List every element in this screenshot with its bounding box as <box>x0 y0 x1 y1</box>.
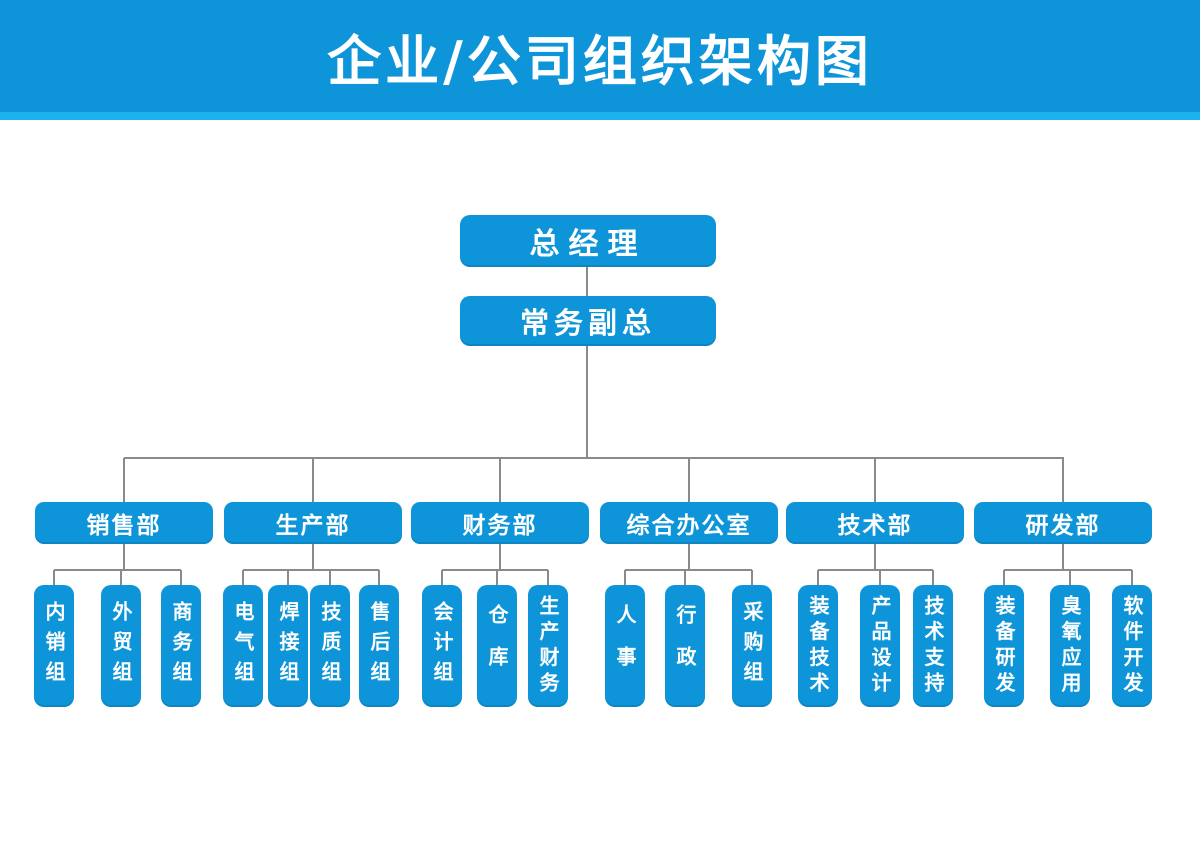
connector-line <box>684 570 686 586</box>
sub-node-label: 臭氧应用 <box>1058 594 1082 698</box>
sub-node-equipment-rnd: 装备研发 <box>984 585 1024 707</box>
connector-line <box>442 569 548 571</box>
connector-line <box>120 570 122 586</box>
node-deputy-general-manager: 常务副总 <box>460 296 716 346</box>
connector-line <box>818 569 933 571</box>
sub-node-label: 行政 <box>673 604 697 688</box>
sub-node-software-development: 软件开发 <box>1112 585 1152 707</box>
connector-line <box>1062 458 1064 502</box>
sub-node-label: 焊接组 <box>276 601 300 691</box>
connector-line <box>586 346 588 458</box>
sub-node-label: 商务组 <box>169 601 193 691</box>
sub-node-equipment-technology: 装备技术 <box>798 585 838 707</box>
dept-node-general-office: 综合办公室 <box>600 502 778 544</box>
connector-line <box>874 544 876 570</box>
page-title: 企业/公司组织架构图 <box>327 29 873 93</box>
sub-node-label: 售后组 <box>367 601 391 691</box>
connector-line <box>688 458 690 502</box>
sub-node-label: 装备研发 <box>992 594 1016 698</box>
sub-node-label: 技术支持 <box>921 594 945 698</box>
sub-node-label: 内销组 <box>42 601 66 691</box>
connector-line <box>624 570 626 586</box>
connector-line <box>54 569 181 571</box>
connector-line <box>287 570 289 586</box>
sub-node-label: 电气组 <box>231 601 255 691</box>
connector-line <box>499 458 501 502</box>
sub-node-electrical-group: 电气组 <box>223 585 263 707</box>
connector-line <box>123 458 125 502</box>
sub-node-label: 技质组 <box>318 601 342 691</box>
connector-line <box>53 570 55 586</box>
connector-line <box>817 570 819 586</box>
connector-line <box>688 544 690 570</box>
sub-node-label: 仓库 <box>485 604 509 688</box>
title-banner: 企业/公司组织架构图 <box>0 0 1200 112</box>
connector-line <box>441 570 443 586</box>
sub-node-label: 装备技术 <box>806 594 830 698</box>
connector-line <box>1062 544 1064 570</box>
connector-line <box>932 570 934 586</box>
sub-node-label: 生产财务 <box>536 594 560 698</box>
dept-node-finance: 财务部 <box>411 502 589 544</box>
connector-line <box>625 569 752 571</box>
connector-line <box>499 544 501 570</box>
dept-node-technology: 技术部 <box>786 502 964 544</box>
sub-node-foreign-trade-group: 外贸组 <box>101 585 141 707</box>
sub-node-label: 外贸组 <box>109 601 133 691</box>
connector-line <box>496 570 498 586</box>
sub-node-production-finance: 生产财务 <box>528 585 568 707</box>
connector-line <box>180 570 182 586</box>
connector-line <box>1004 569 1132 571</box>
sub-node-label: 产品设计 <box>868 594 892 698</box>
sub-node-product-design: 产品设计 <box>860 585 900 707</box>
connector-line <box>243 569 379 571</box>
connector-line <box>124 457 1064 459</box>
connector-line <box>123 544 125 570</box>
connector-line <box>751 570 753 586</box>
sub-node-administration: 行政 <box>665 585 705 707</box>
connector-line <box>1069 570 1071 586</box>
connector-line <box>586 267 588 296</box>
sub-node-warehouse: 仓库 <box>477 585 517 707</box>
sub-node-label: 会计组 <box>430 601 454 691</box>
connector-line <box>242 570 244 586</box>
dept-node-sales: 销售部 <box>35 502 213 544</box>
node-general-manager: 总经理 <box>460 215 716 267</box>
sub-node-after-sales-group: 售后组 <box>359 585 399 707</box>
dept-node-rnd: 研发部 <box>974 502 1152 544</box>
connector-line <box>1131 570 1133 586</box>
sub-node-label: 软件开发 <box>1120 594 1144 698</box>
sub-node-technical-support: 技术支持 <box>913 585 953 707</box>
connector-line <box>1003 570 1005 586</box>
connector-line <box>547 570 549 586</box>
sub-node-label: 人事 <box>613 604 637 688</box>
connector-line <box>378 570 380 586</box>
sub-node-ozone-application: 臭氧应用 <box>1050 585 1090 707</box>
connector-line <box>312 544 314 570</box>
connector-line <box>329 570 331 586</box>
sub-node-tech-quality-group: 技质组 <box>310 585 350 707</box>
org-chart: 总经理 常务副总 销售部 生产部 财务部 综合办公室 技术部 研发部 内销组 外… <box>0 120 1200 848</box>
connector-line <box>312 458 314 502</box>
connector-line <box>879 570 881 586</box>
connector-line <box>874 458 876 502</box>
sub-node-label: 采购组 <box>740 601 764 691</box>
dept-node-production: 生产部 <box>224 502 402 544</box>
sub-node-welding-group: 焊接组 <box>268 585 308 707</box>
sub-node-purchasing-group: 采购组 <box>732 585 772 707</box>
sub-node-business-group: 商务组 <box>161 585 201 707</box>
sub-node-domestic-sales-group: 内销组 <box>34 585 74 707</box>
sub-node-hr: 人事 <box>605 585 645 707</box>
banner-accent-strip <box>0 112 1200 120</box>
sub-node-accounting-group: 会计组 <box>422 585 462 707</box>
